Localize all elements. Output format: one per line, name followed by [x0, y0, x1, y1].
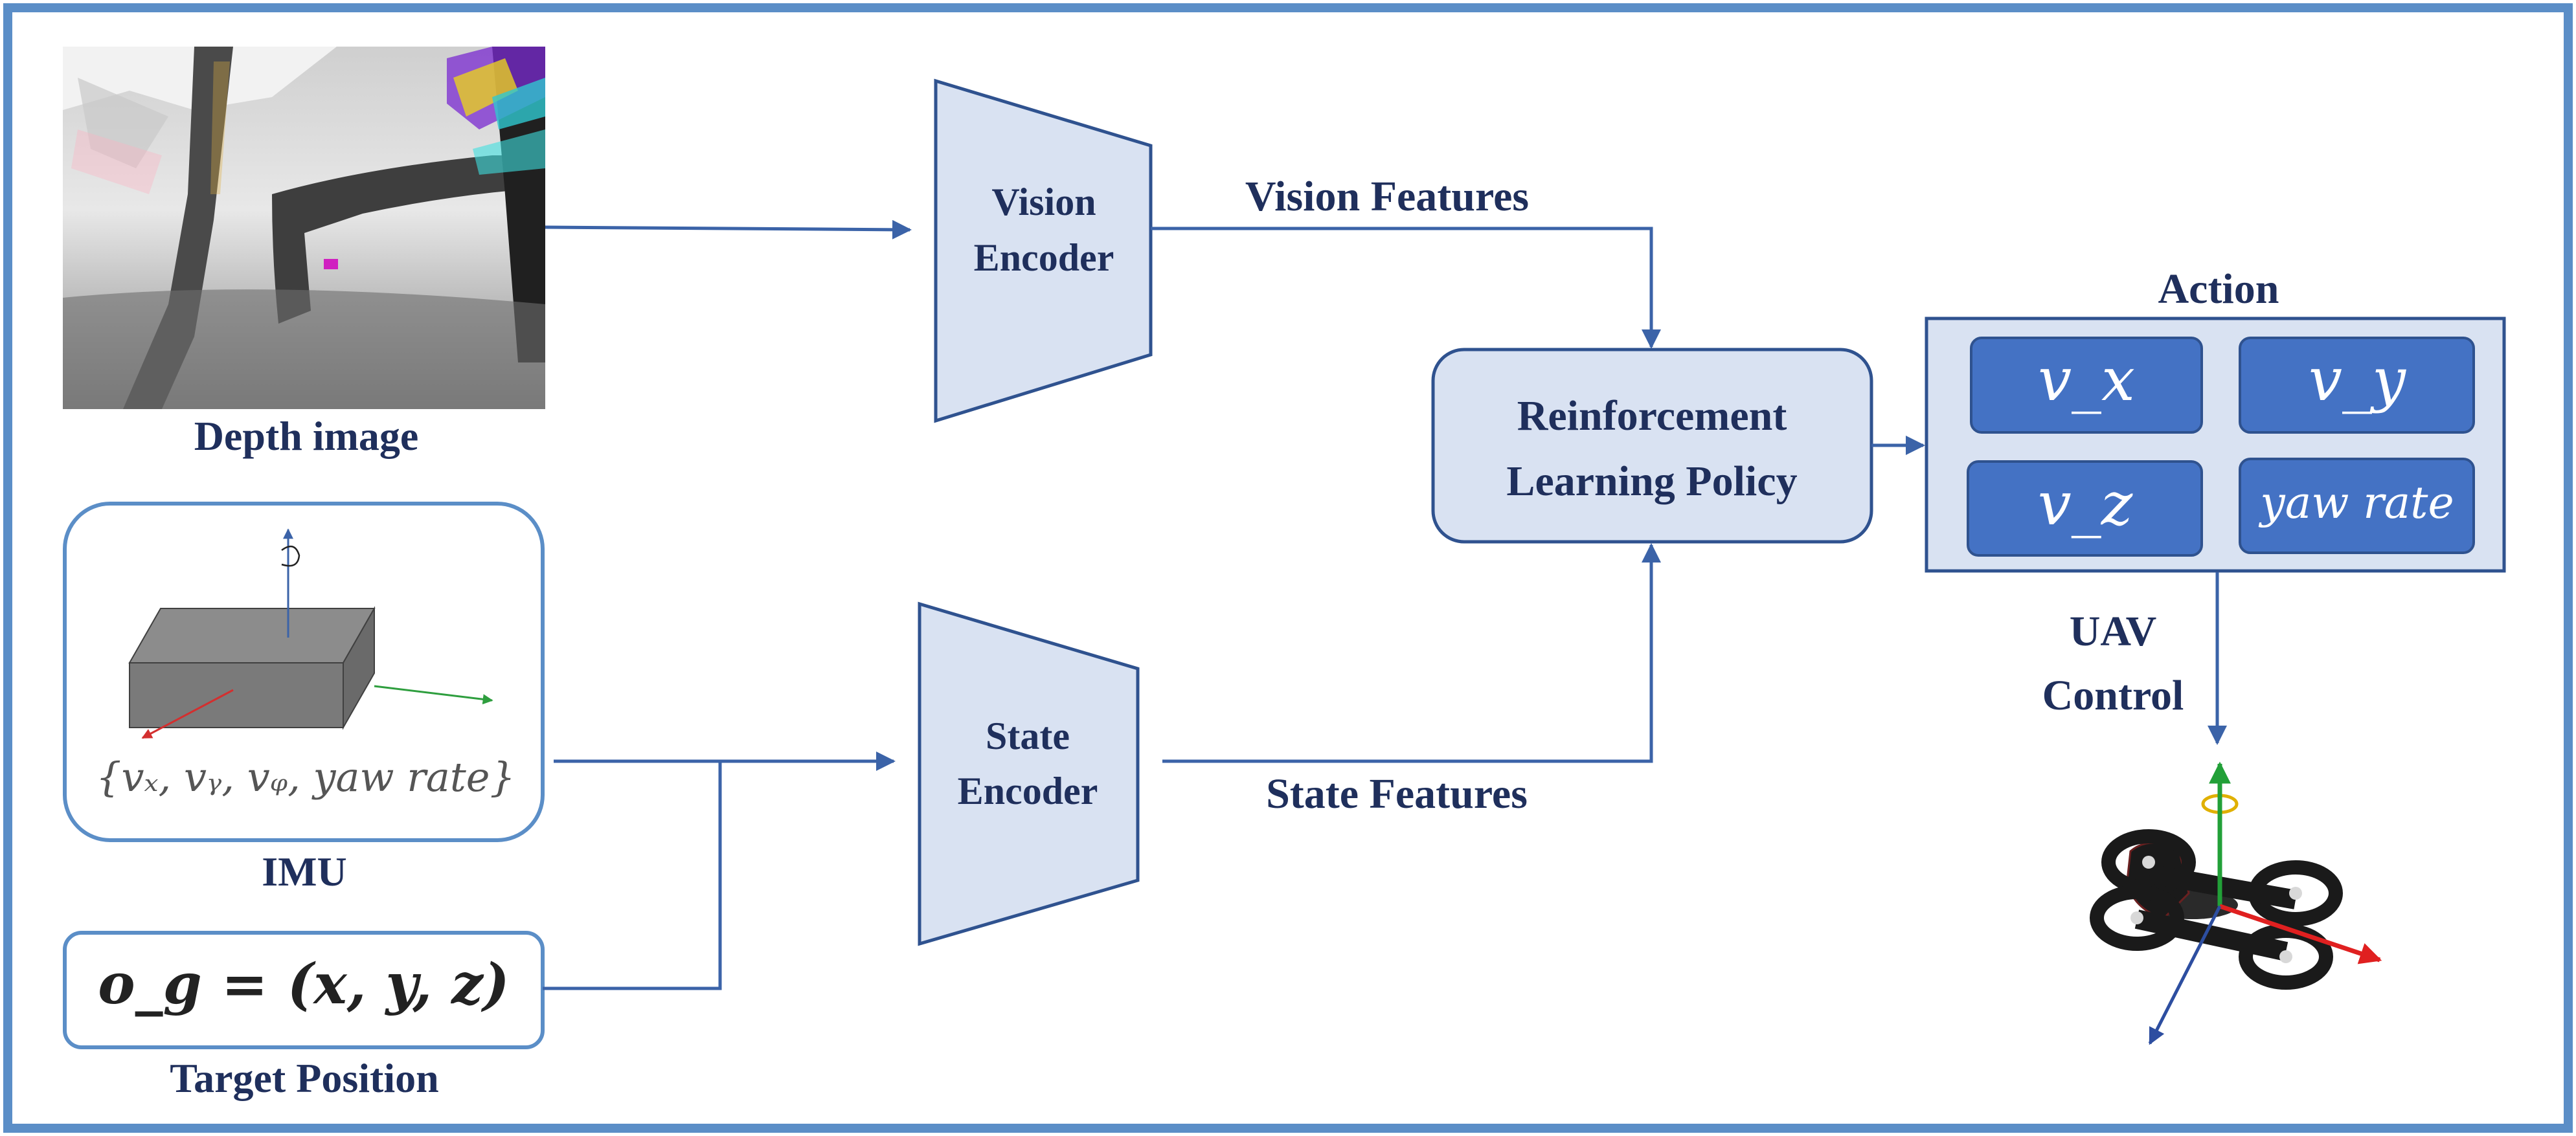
vision-encoder-shape: [934, 78, 1153, 423]
state-features-label: State Features: [1266, 770, 1528, 818]
target-formula: o_g = (x, y, z): [98, 952, 509, 1017]
action-vz: v_z: [2038, 469, 2133, 539]
imu-state-vector: {vₓ, vᵧ, vᵩ, yaw rate}: [96, 753, 515, 801]
action-vz-cell: [1967, 460, 2203, 557]
action-vy-cell: [2239, 337, 2475, 434]
rl-policy-line2: Learning Policy: [1506, 458, 1797, 505]
depth-image-label: Depth image: [194, 413, 419, 459]
uav-control-line2: Control: [2042, 672, 2184, 719]
imu-sensor-illustration: [128, 528, 493, 739]
vision-encoder-line2: Encoder: [974, 236, 1114, 279]
vision-features-label: Vision Features: [1245, 173, 1529, 220]
action-title: Action: [2158, 265, 2279, 313]
uav-control-line1: UAV: [2070, 608, 2156, 655]
arrow-target-to-state-encoder: [543, 761, 722, 990]
vision-encoder-line1: Vision: [991, 181, 1096, 223]
connectors: [543, 219, 2227, 990]
state-encoder-shape: [918, 601, 1140, 946]
action-yaw-rate: yaw rate: [2258, 478, 2454, 529]
action-vx-cell: [1970, 337, 2203, 434]
arrow-depth-to-vision-encoder: [545, 219, 912, 239]
state-encoder-line1: State: [986, 715, 1070, 757]
action-yaw-rate-cell: [2239, 458, 2475, 554]
state-encoder-line2: Encoder: [958, 770, 1098, 812]
imu-y-axis: [374, 685, 493, 705]
imu-label: IMU: [262, 849, 347, 895]
imu-x-axis: [141, 689, 234, 739]
imu-yaw-rotation-icon: [281, 545, 300, 567]
arrow-vision-features-to-policy: [1151, 227, 1661, 349]
arrow-state-features-to-policy: [1162, 543, 1661, 763]
rl-policy-box: [1431, 348, 1873, 544]
action-vx: v_x: [2038, 345, 2135, 414]
rl-policy-line1: Reinforcement: [1517, 392, 1787, 440]
uav-drone-illustration: [2090, 761, 2382, 1045]
depth-image: [63, 47, 545, 409]
action-vy: v_y: [2309, 345, 2406, 414]
target-position-label: Target Position: [170, 1055, 438, 1101]
